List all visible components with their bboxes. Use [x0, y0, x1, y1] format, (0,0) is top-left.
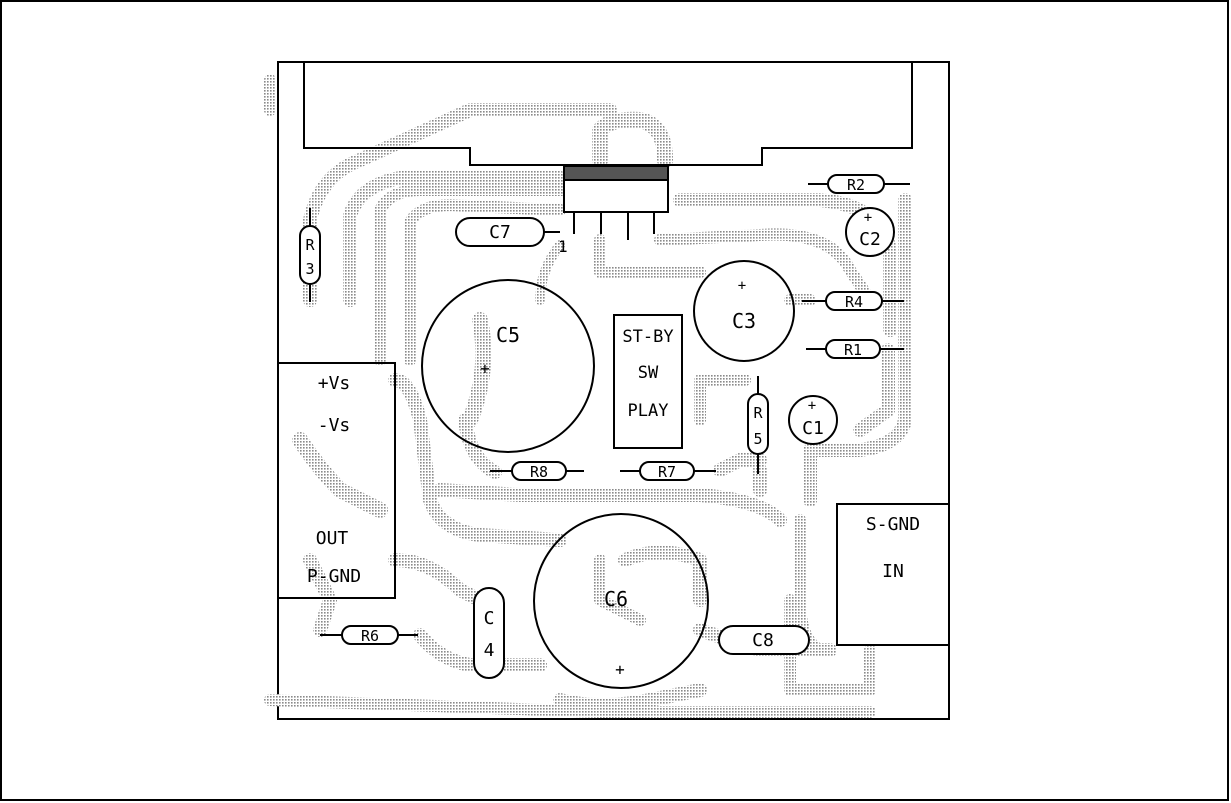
svg-text:C8: C8: [752, 630, 774, 651]
resistor-r6: R6: [320, 625, 418, 645]
svg-text:C5: C5: [496, 323, 520, 347]
svg-text:PLAY: PLAY: [628, 401, 669, 421]
capacitor-c5: C5 +: [421, 279, 595, 453]
ic-pin1-label: 1: [558, 237, 568, 256]
svg-text:IN: IN: [882, 561, 904, 582]
svg-text:C7: C7: [489, 222, 511, 243]
svg-text:S-GND: S-GND: [866, 514, 920, 535]
input-connector: S-GND IN: [836, 503, 950, 646]
svg-text:-Vs: -Vs: [318, 415, 351, 436]
ic-package: [563, 165, 669, 240]
svg-text:OUT: OUT: [316, 528, 349, 549]
capacitor-c4: C 4: [473, 587, 505, 679]
power-connector: +Vs -Vs OUT P-GND: [277, 362, 396, 599]
svg-text:+: +: [615, 660, 625, 679]
resistor-r1: R1: [806, 339, 904, 359]
copper-traces: [264, 74, 912, 718]
svg-text:C: C: [484, 608, 495, 629]
svg-text:4: 4: [484, 640, 495, 661]
capacitor-c7: C7: [455, 217, 560, 247]
capacitor-c2: + C2: [845, 207, 895, 257]
resistor-r5: R 5: [747, 376, 769, 474]
svg-text:ST-BY: ST-BY: [622, 327, 673, 347]
svg-text:R7: R7: [658, 463, 676, 481]
resistor-r8: R8: [490, 461, 584, 481]
svg-text:R1: R1: [844, 341, 862, 359]
capacitor-c8: C8: [718, 625, 810, 655]
svg-text:R2: R2: [847, 176, 865, 194]
svg-text:R4: R4: [845, 293, 863, 311]
svg-text:R8: R8: [530, 463, 548, 481]
svg-text:C2: C2: [859, 229, 881, 250]
svg-text:+Vs: +Vs: [318, 373, 351, 394]
svg-text:R: R: [753, 404, 763, 422]
svg-text:C1: C1: [802, 418, 824, 439]
svg-text:+: +: [864, 210, 872, 226]
standby-switch: ST-BY SW PLAY: [613, 314, 683, 449]
svg-text:+: +: [808, 398, 816, 414]
svg-text:R: R: [305, 236, 315, 254]
svg-text:3: 3: [305, 260, 314, 278]
svg-text:P-GND: P-GND: [307, 566, 361, 587]
capacitor-c1: + C1: [788, 395, 838, 445]
svg-text:SW: SW: [638, 363, 659, 383]
svg-text:C3: C3: [732, 309, 756, 333]
resistor-r4: R4: [802, 291, 904, 311]
svg-text:5: 5: [753, 430, 762, 448]
resistor-r2: R2: [808, 174, 910, 194]
svg-text:C6: C6: [604, 587, 628, 611]
svg-text:R6: R6: [361, 627, 379, 645]
resistor-r3: R 3: [299, 208, 321, 302]
svg-text:+: +: [738, 278, 746, 294]
resistor-r7: R7: [620, 461, 716, 481]
capacitor-c3: + C3: [693, 260, 795, 362]
capacitor-c6: C6 +: [533, 513, 709, 689]
svg-text:+: +: [480, 359, 490, 378]
